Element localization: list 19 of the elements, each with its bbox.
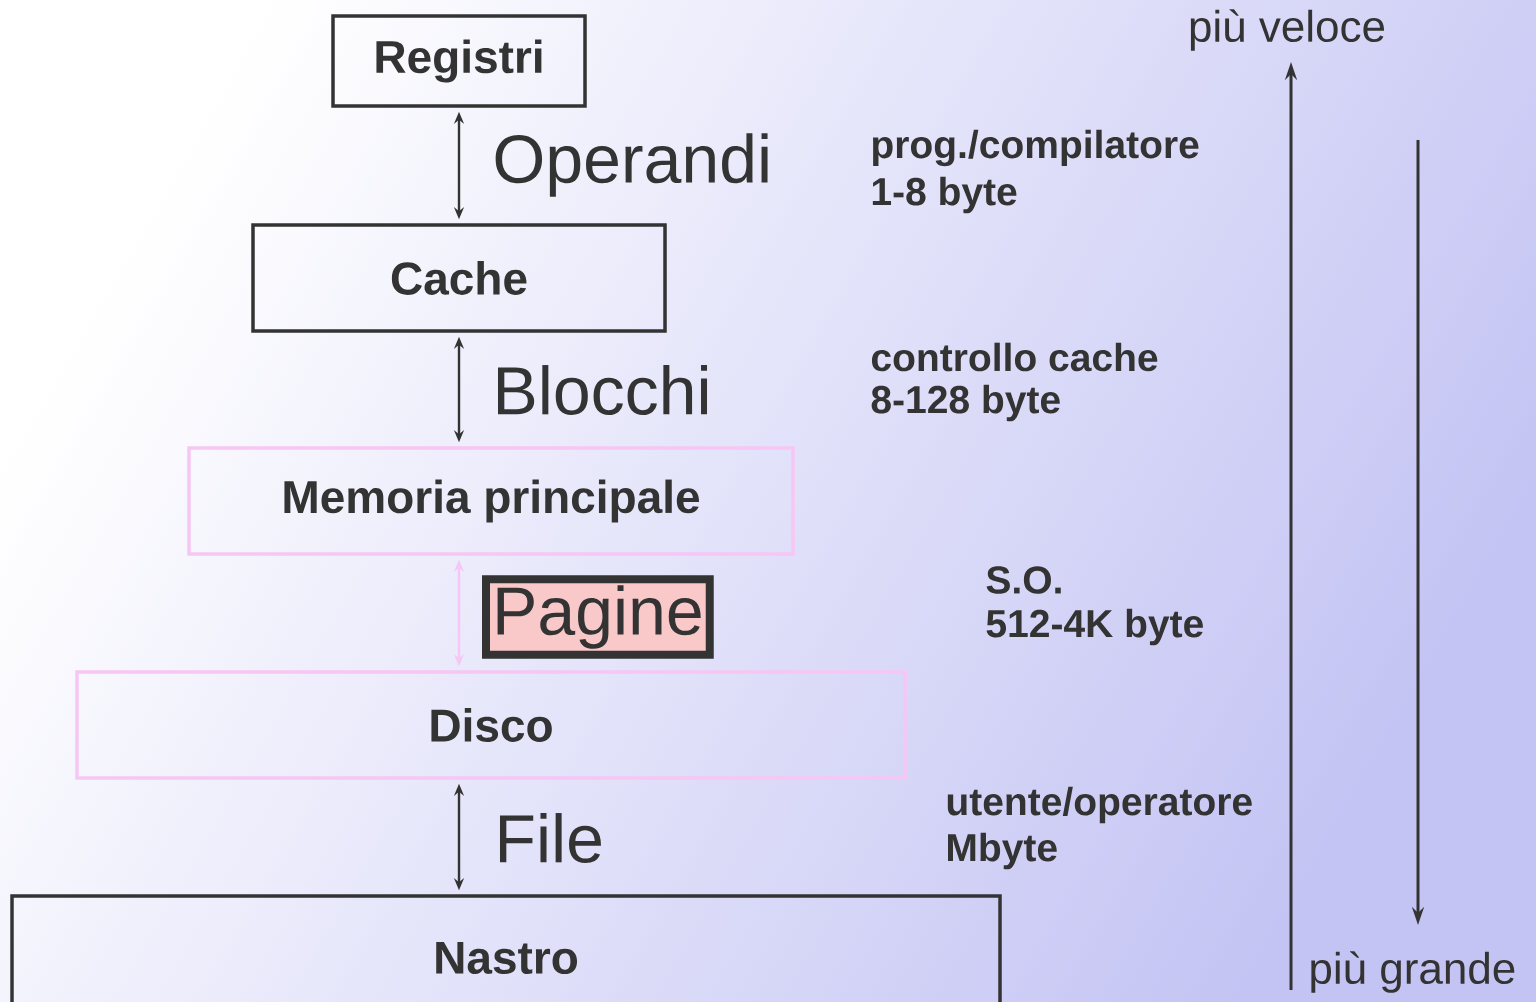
level-note: prog./compilatore	[873, 129, 1199, 167]
level-note: 1-8 byte	[872, 176, 1017, 214]
axis-label: più grande	[1311, 951, 1515, 993]
edge-label: Pagine	[482, 575, 714, 659]
memory-level-box: Nastro	[10, 894, 1002, 1002]
axis-label: più veloce	[1190, 9, 1385, 51]
level-note: 512-4K byte	[986, 608, 1203, 646]
level-note: 8-128 byte	[871, 384, 1060, 422]
level-note: S.O.	[986, 566, 1061, 594]
memory-level-box: Memoria principale	[187, 446, 795, 556]
memory-level-box: Disco	[75, 670, 907, 780]
level-note: Mbyte	[948, 832, 1057, 870]
memory-level-box: Cache	[251, 223, 667, 333]
level-note: controllo cache	[871, 342, 1158, 372]
level-note: utente/operatore	[947, 786, 1252, 824]
edge-label: Blocchi	[498, 365, 707, 415]
memory-level-box: Registri	[331, 14, 587, 108]
edge-label: Operandi	[495, 133, 768, 197]
edge-label: File	[500, 813, 601, 863]
